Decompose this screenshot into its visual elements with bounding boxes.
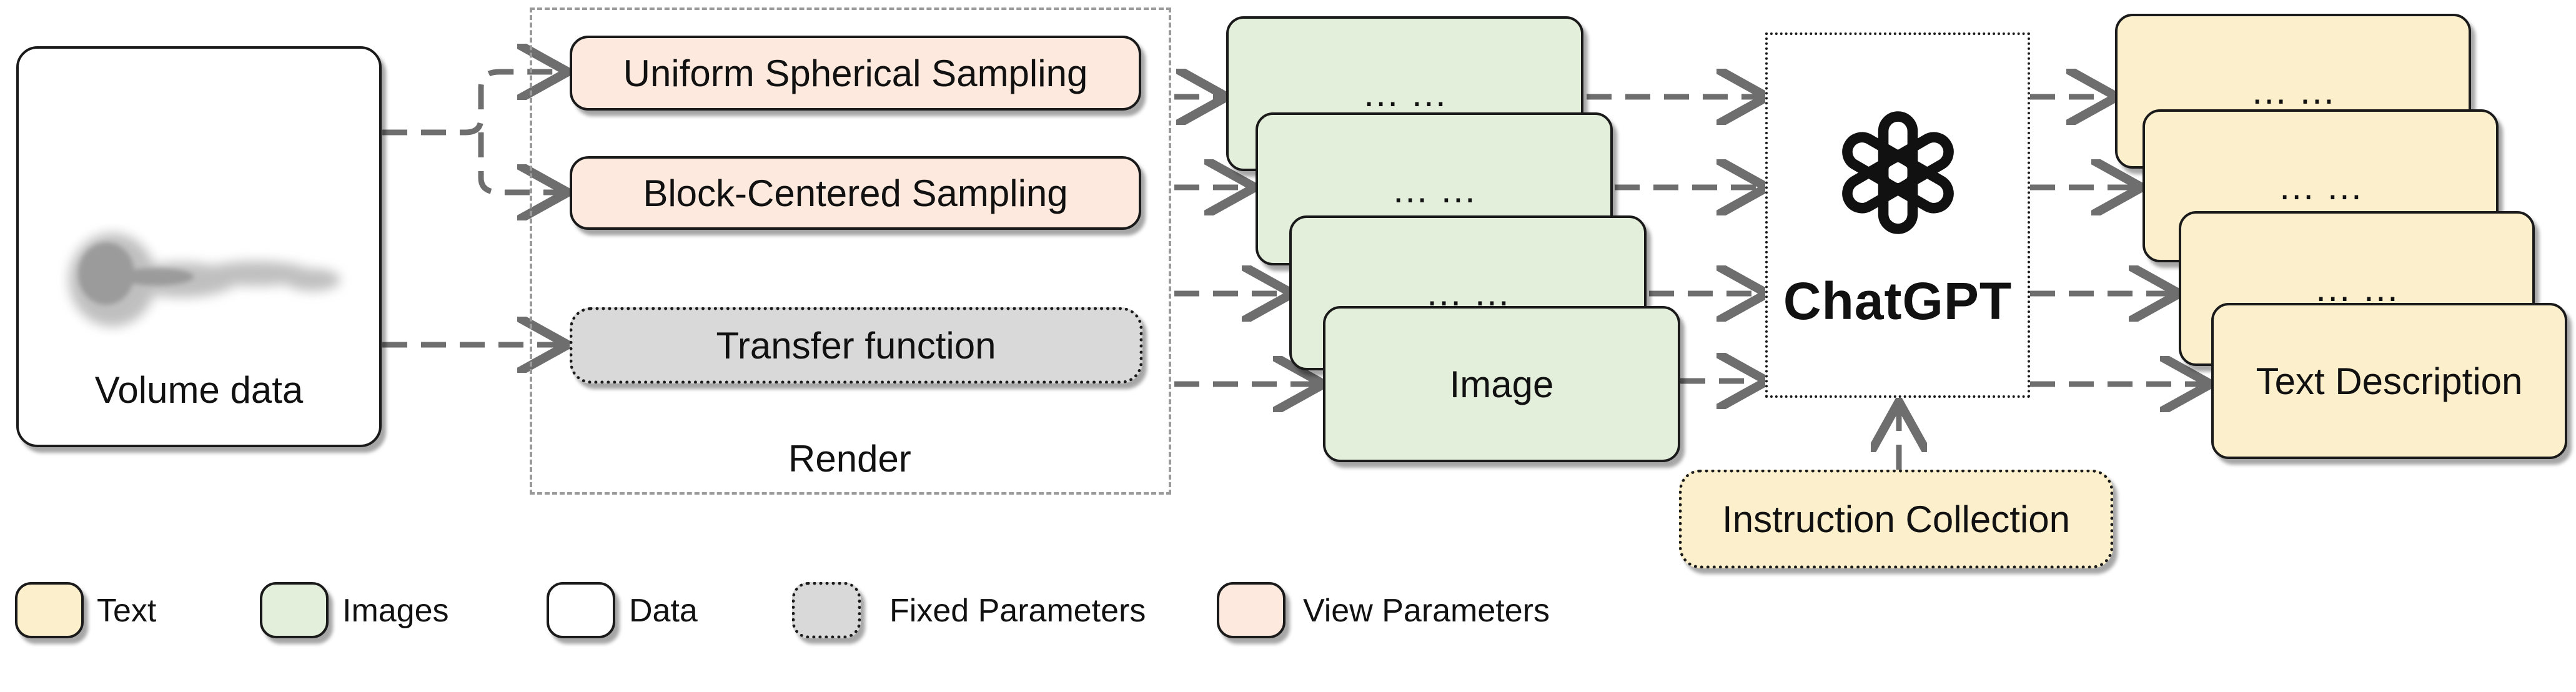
render-label: Render [788, 438, 911, 480]
transfer-function-label: Transfer function [716, 324, 996, 367]
image-card-front-label: Image [1449, 363, 1554, 405]
legend-fixed-swatch [792, 582, 861, 638]
image-card-2-label: … … [1391, 169, 1477, 210]
block-centered-sampling-box: Block-Centered Sampling [570, 156, 1141, 230]
image-card-front: Image [1323, 306, 1680, 462]
legend-text-swatch [15, 582, 84, 638]
uniform-spherical-sampling-box: Uniform Spherical Sampling [570, 36, 1141, 111]
text-card-1-label: … … [2250, 70, 2336, 112]
legend-text-label: Text [97, 593, 157, 629]
text-card-front-label: Text Description [2256, 360, 2523, 402]
instruction-collection-box: Instruction Collection [1679, 470, 2113, 568]
arrow-volume-branch [382, 72, 562, 136]
legend-view-swatch [1217, 582, 1286, 638]
arrow-volume-branch-lower [478, 132, 562, 192]
transfer-function-box: Transfer function [570, 307, 1142, 383]
chatgpt-box: ChatGPT [1765, 32, 2030, 398]
chatgpt-label: ChatGPT [1783, 271, 2013, 330]
text-card-2-label: … … [2277, 166, 2364, 207]
openai-logo-icon [1841, 111, 1954, 234]
block-centered-sampling-label: Block-Centered Sampling [643, 172, 1068, 214]
legend-data-label: Data [629, 593, 698, 629]
legend-view-label: View Parameters [1303, 593, 1550, 629]
smoke-volume-icon [69, 233, 340, 327]
image-card-1-label: … … [1362, 72, 1448, 114]
instruction-collection-label: Instruction Collection [1722, 498, 2070, 540]
text-card-3-label: … … [2314, 267, 2400, 309]
legend-images-label: Images [342, 593, 449, 629]
uniform-spherical-sampling-label: Uniform Spherical Sampling [623, 52, 1088, 94]
legend-fixed-label: Fixed Parameters [889, 593, 1146, 629]
volume-data-box: Volume data [16, 46, 382, 447]
render-group [530, 7, 1171, 495]
legend-images-swatch [260, 582, 329, 638]
text-card-front: Text Description [2211, 303, 2567, 459]
legend-data-swatch [547, 582, 615, 638]
volume-data-label: Volume data [94, 369, 304, 411]
